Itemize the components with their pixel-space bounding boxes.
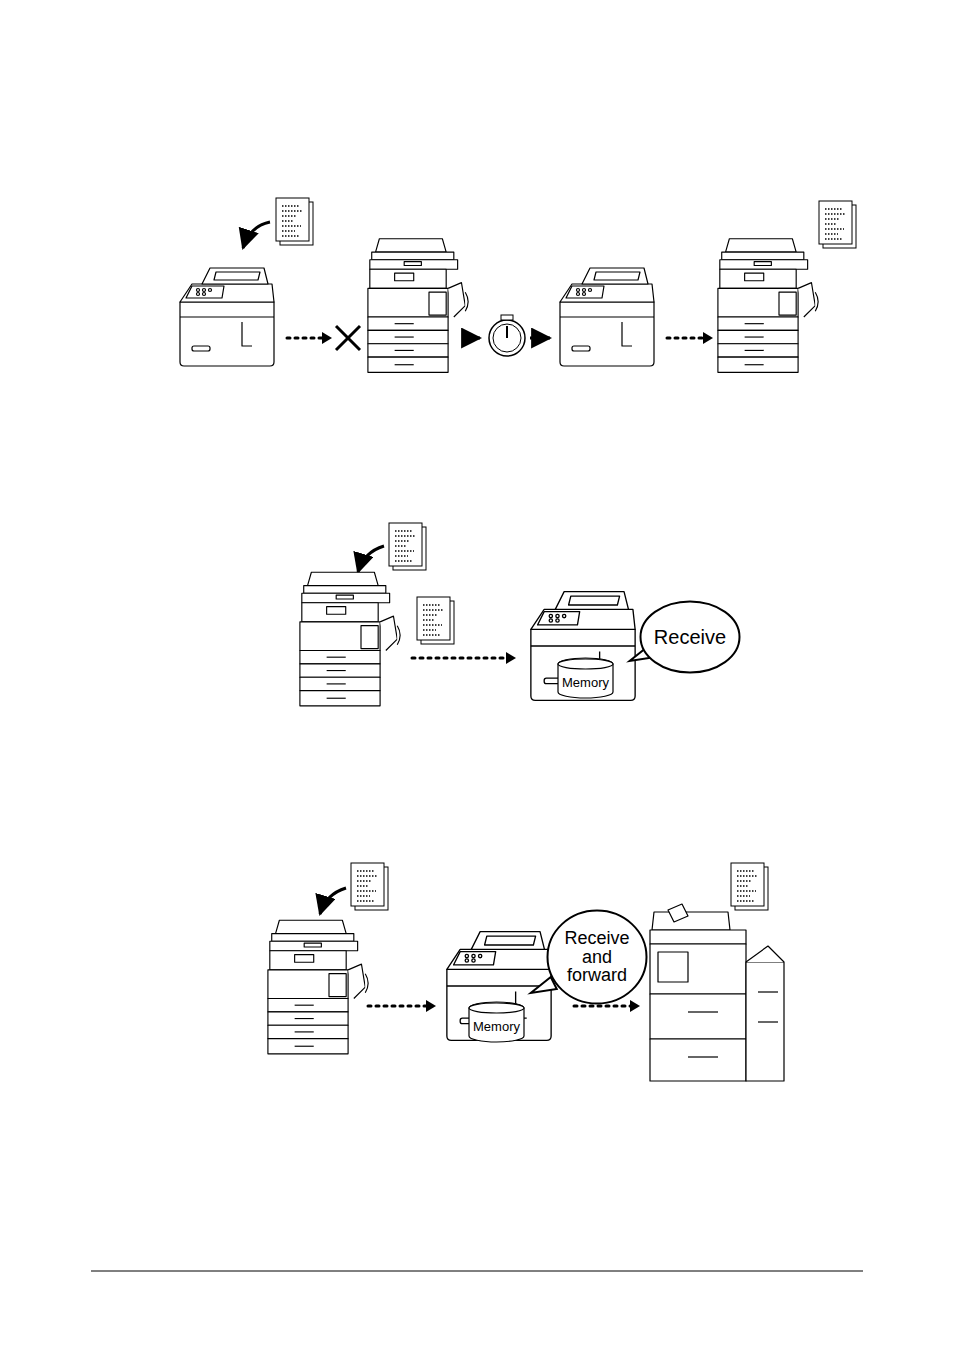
memory-node: Memory [468, 1002, 525, 1042]
speech-bubble-node: Receive [639, 600, 741, 674]
speech-bubble-node: Receive and forward [546, 909, 648, 1005]
memory-label: Memory [562, 676, 609, 690]
memory-node: Memory [557, 658, 614, 698]
memory-label: Memory [473, 1020, 520, 1034]
bubble-text: Receive [654, 627, 726, 648]
bubble-text: Receive and forward [561, 929, 633, 986]
